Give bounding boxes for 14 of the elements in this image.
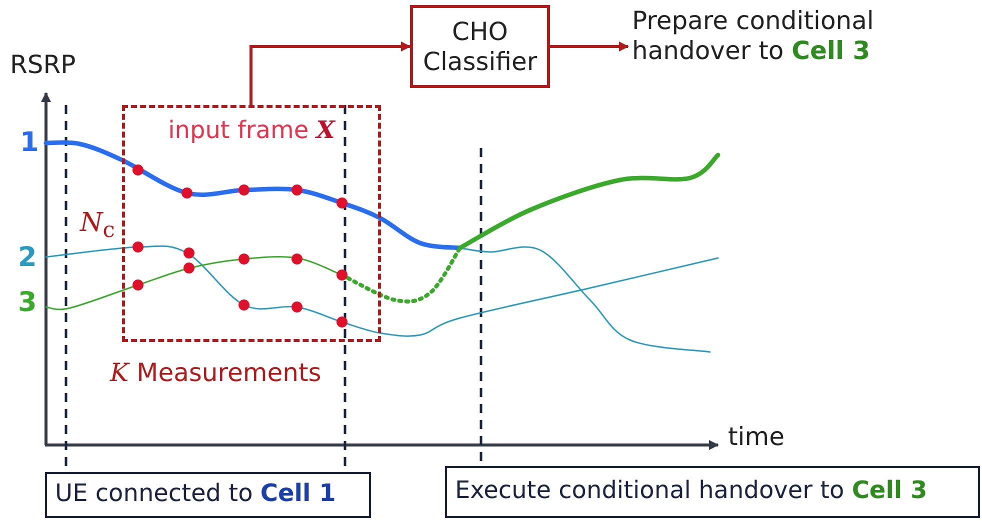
curve-number: 2 [18, 242, 37, 274]
frame-caption: K Measurements [110, 358, 322, 388]
status-box: UE connected to Cell 1 [45, 472, 371, 518]
arrow [550, 42, 629, 52]
axis-label: time [728, 422, 784, 452]
input-frame-box: input frame X [122, 105, 381, 342]
axis-label: RSRP [10, 50, 76, 80]
curve-number: 3 [18, 287, 37, 320]
outcome-text: Prepare conditional handover to Cell 3 [632, 6, 952, 82]
status-box: Execute conditional handover to Cell 3 [445, 466, 980, 518]
curve-number: 1 [20, 127, 39, 160]
math-symbol: N$_{c}$ [80, 208, 115, 244]
classifier-box: CHO Classifier [410, 5, 550, 88]
arrow [250, 42, 411, 105]
